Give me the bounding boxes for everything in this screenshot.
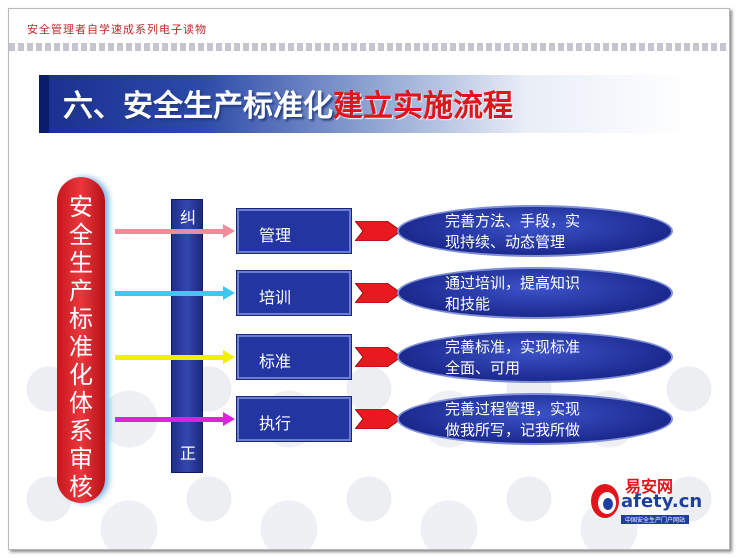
step-description: 完善过程管理，实现做我所写，记我所做 [397, 393, 673, 445]
desc-line-1: 完善方法、手段，实 [445, 212, 581, 230]
pill-char: 审 [69, 445, 93, 473]
flow-arrow [115, 224, 235, 238]
step-box: 执行 [237, 397, 351, 441]
desc-line-2: 全面、可用 [445, 359, 521, 377]
pill-char: 标 [69, 305, 93, 333]
step-description-text: 完善方法、手段，实现持续、动态管理 [445, 211, 645, 253]
red-arrow-icon [355, 347, 401, 367]
header-divider [9, 43, 729, 51]
step-label: 执行 [259, 414, 292, 433]
red-arrow-icon [355, 283, 401, 303]
step-description: 通过培训，提高知识和技能 [397, 267, 673, 319]
step-description: 完善标准，实现标准全面、可用 [397, 331, 673, 383]
title-white-part: 六、安全生产标准化 [63, 89, 333, 124]
correction-bar: 纠 正 [171, 199, 203, 473]
step-label: 标准 [259, 352, 292, 371]
desc-line-2: 做我所写，记我所做 [445, 421, 581, 439]
desc-line-1: 完善标准，实现标准 [445, 338, 581, 356]
step-description: 完善方法、手段，实现持续、动态管理 [397, 205, 673, 257]
bar-top-char: 纠 [179, 208, 196, 227]
desc-line-1: 通过培训，提高知识 [445, 274, 581, 292]
step-label: 管理 [259, 226, 292, 245]
bar-bottom-char: 正 [179, 444, 196, 463]
logo-sub-text: 中国安全生产门户网站 [621, 515, 690, 524]
title-band [39, 75, 689, 133]
step-box: 培训 [237, 271, 351, 315]
step-description-text: 完善标准，实现标准全面、可用 [445, 337, 645, 379]
desc-line-2: 和技能 [445, 295, 491, 313]
pill-char: 生 [69, 249, 93, 277]
slide: 安全管理者自学速成系列电子读物 六、安全生产标准化建立实施流程 安全生产标准化体… [8, 8, 730, 550]
pill-char: 准 [69, 333, 93, 361]
desc-line-2: 现持续、动态管理 [445, 233, 566, 251]
pill-char: 化 [69, 361, 93, 389]
pill-char: 系 [69, 417, 93, 445]
step-label: 培训 [259, 288, 292, 307]
red-arrow-icon [355, 409, 401, 429]
pill-char: 核 [69, 473, 93, 501]
pill-char: 产 [69, 277, 93, 305]
step-description-text: 完善过程管理，实现做我所写，记我所做 [445, 399, 645, 441]
series-header: 安全管理者自学速成系列电子读物 [27, 23, 207, 36]
step-box: 管理 [237, 209, 351, 253]
logo-swirl-icon [591, 484, 619, 518]
pill-char: 体 [69, 389, 93, 417]
title-red-part: 建立实施流程 [333, 89, 513, 124]
audit-pill: 安全生产标准化体系审核 [57, 177, 105, 503]
step-description-text: 通过培训，提高知识和技能 [445, 273, 645, 315]
flow-arrow [115, 286, 235, 300]
logo-cn-text: 易安网 [625, 477, 674, 496]
slide-title: 六、安全生产标准化建立实施流程 [63, 81, 513, 125]
desc-line-1: 完善过程管理，实现 [445, 400, 581, 418]
flow-arrow [115, 412, 235, 426]
site-logo: 易安网 afety.cn 中国安全生产门户网站 [589, 471, 709, 531]
pill-char: 全 [69, 221, 93, 249]
step-box: 标准 [237, 335, 351, 379]
pill-char: 安 [69, 193, 93, 221]
red-arrow-icon [355, 221, 401, 241]
flow-arrow [115, 350, 235, 364]
logo-en-text: afety.cn [621, 491, 703, 512]
